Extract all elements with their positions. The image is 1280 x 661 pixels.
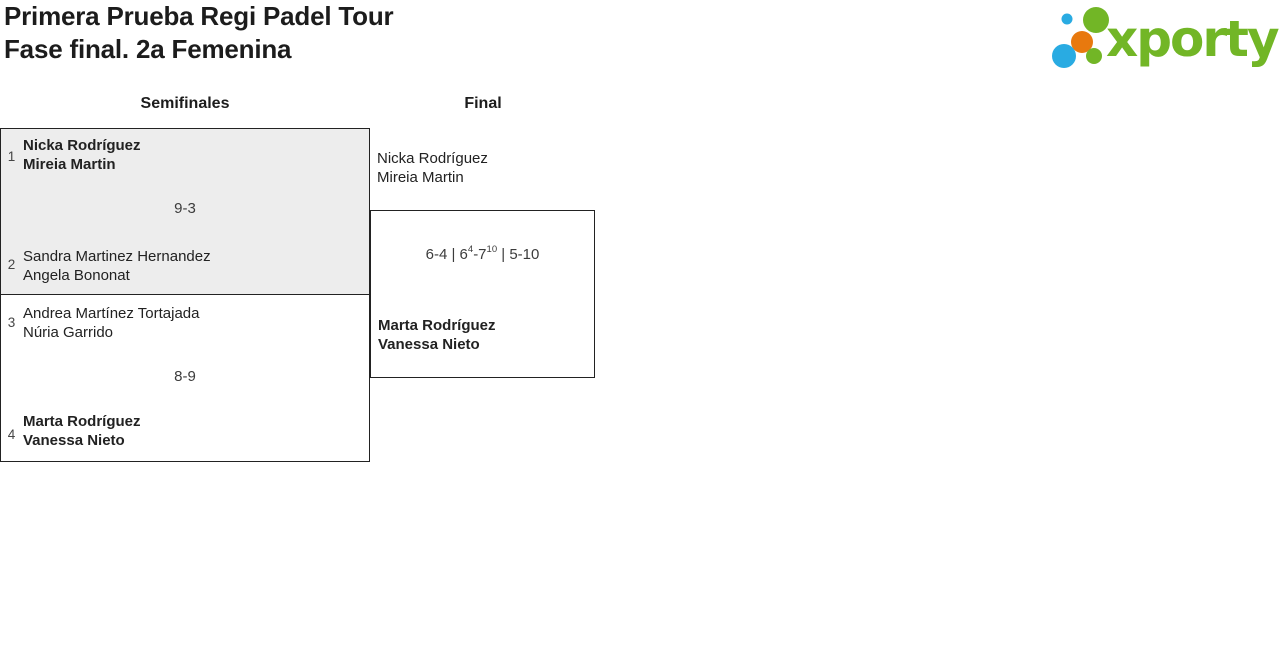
final-score: 6-4 | 64-710 | 5-10 (425, 244, 540, 263)
round-label-semifinals: Semifinales (140, 95, 230, 112)
team-final-bottom[interactable]: Marta Rodríguez Vanessa Nieto (378, 316, 496, 354)
player-name: Marta Rodríguez (378, 317, 496, 334)
player-name: Nicka Rodríguez (23, 137, 141, 154)
tiebreak-score: 4 (467, 244, 474, 255)
player-name: Andrea Martínez Tortajada (23, 305, 200, 322)
player-name: Angela Bononat (23, 267, 130, 284)
seed-number: 1 (7, 149, 16, 164)
tiebreak-score: 10 (486, 244, 498, 255)
team-semifinal2-top[interactable]: Andrea Martínez Tortajada Núria Garrido (23, 304, 200, 342)
xporty-logo[interactable]: xporty (1048, 2, 1280, 70)
logo-dots-icon: xporty (1052, 7, 1280, 68)
player-name: Núria Garrido (23, 324, 114, 341)
match-box-final: 6-4 | 64-710 | 5-10 Marta Rodríguez Vane… (370, 210, 595, 378)
logo-wordmark: xporty (1106, 10, 1279, 68)
player-name: Mireia Martin (23, 156, 116, 173)
team-final-top[interactable]: Nicka Rodríguez Mireia Martin (377, 149, 488, 187)
page-title: Primera Prueba Regi Padel Tour Fase fina… (4, 0, 394, 66)
team-semifinal1-top[interactable]: Nicka Rodríguez Mireia Martin (23, 136, 141, 174)
player-name: Marta Rodríguez (23, 413, 141, 430)
player-name: Nicka Rodríguez (377, 150, 488, 167)
team-semifinal1-bottom[interactable]: Sandra Martinez Hernandez Angela Bononat (23, 247, 211, 285)
match-score-semifinal1: 9-3 (174, 200, 196, 217)
tournament-name: Primera Prueba Regi Padel Tour (4, 1, 394, 31)
match-box-semifinal-2: 3 Andrea Martínez Tortajada Núria Garrid… (0, 294, 370, 462)
match-box-semifinal-1: 1 Nicka Rodríguez Mireia Martin 9-3 2 Sa… (0, 128, 370, 295)
player-name: Mireia Martin (377, 169, 464, 186)
player-name: Vanessa Nieto (378, 336, 480, 353)
player-name: Sandra Martinez Hernandez (23, 248, 211, 265)
match-score-semifinal2: 8-9 (174, 368, 196, 385)
round-label-final: Final (464, 95, 502, 112)
team-semifinal2-bottom[interactable]: Marta Rodríguez Vanessa Nieto (23, 412, 141, 450)
seed-number: 3 (7, 315, 16, 330)
seed-number: 4 (7, 427, 16, 442)
seed-number: 2 (7, 257, 16, 272)
player-name: Vanessa Nieto (23, 432, 125, 449)
phase-name: Fase final. 2a Femenina (4, 34, 292, 64)
